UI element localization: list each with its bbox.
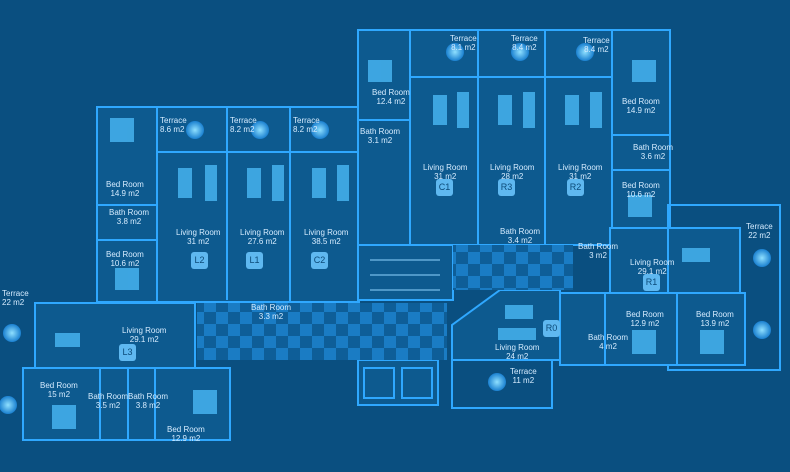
corridor-right [453, 245, 573, 290]
unit-badge[interactable]: L1 [246, 252, 263, 269]
plant-icons [0, 43, 771, 414]
corridor [197, 303, 447, 360]
stair-core [357, 244, 454, 301]
unit-L3 [34, 302, 196, 369]
unit-badge[interactable]: R3 [498, 179, 515, 196]
unit-badge[interactable]: L2 [191, 252, 208, 269]
terrace-right [667, 204, 781, 371]
terrace-R0 [451, 359, 553, 409]
unit-R1-bedrooms [559, 292, 746, 366]
unit-badge[interactable]: C1 [436, 179, 453, 196]
unit-badge[interactable]: C2 [311, 252, 328, 269]
unit-badge[interactable]: R1 [643, 274, 660, 291]
staircase [370, 259, 440, 291]
unit-R1 [609, 227, 741, 294]
unit-badge[interactable]: L3 [119, 344, 136, 361]
unit-badge[interactable]: R0 [543, 320, 560, 337]
unit-badge[interactable]: R2 [567, 179, 584, 196]
block-top [357, 29, 671, 246]
furniture [52, 60, 724, 429]
